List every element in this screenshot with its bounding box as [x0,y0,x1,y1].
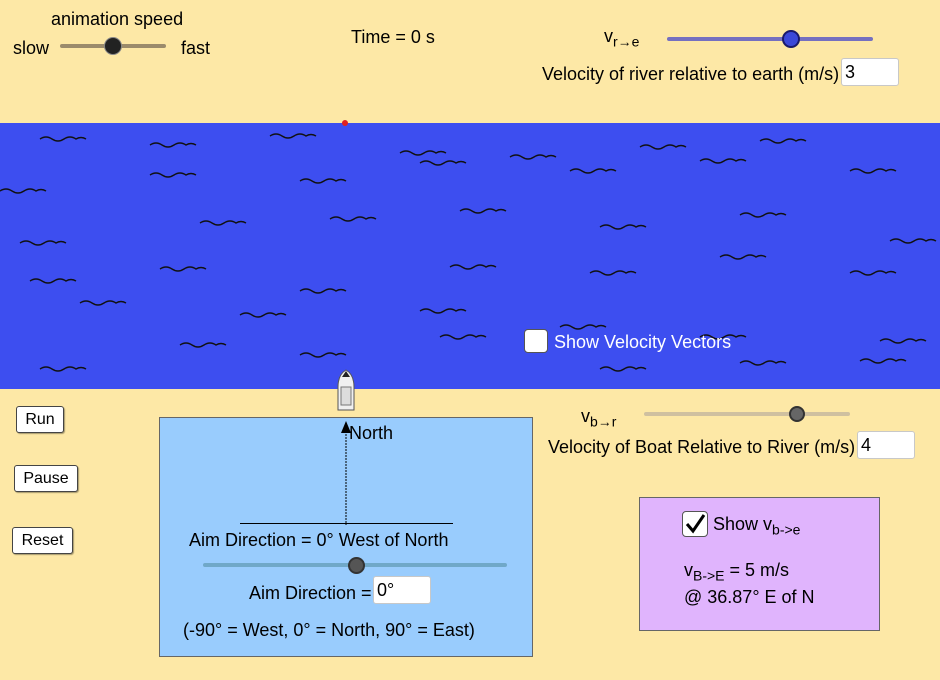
aim-direction-slider[interactable] [203,555,509,575]
boat-velocity-knob[interactable] [789,406,805,422]
river-velocity-knob[interactable] [782,30,800,48]
fast-label: fast [181,38,211,58]
vbe-direction: @ 36.87° E of N [684,587,815,607]
wave-mark [459,208,507,214]
show-vbe-checkbox[interactable] [682,511,708,537]
wave-mark [239,312,287,318]
show-vbe-label: Show vb->e [713,514,801,538]
wave-mark [39,136,87,142]
wave-mark [149,142,197,148]
wave-mark [509,154,557,160]
aim-direction-knob[interactable] [348,557,365,574]
wave-mark [859,358,907,364]
show-velocity-vectors-label: Show Velocity Vectors [554,332,732,352]
wave-mark [399,150,447,156]
wave-mark [889,238,937,244]
pause-button[interactable]: Pause [14,465,78,492]
reset-button[interactable]: Reset [12,527,73,554]
aim-panel: North Aim Direction = 0° West of North A… [159,417,533,657]
wave-mark [419,160,467,166]
boat [337,369,355,411]
river-velocity-label: Velocity of river relative to earth (m/s… [542,64,840,84]
north-label: North [349,423,394,443]
wave-mark [159,266,207,272]
wave-mark [149,172,197,178]
wave-mark [29,278,77,284]
aim-direction-text: Aim Direction = 0° West of North [189,530,449,550]
aim-direction-hint: (-90° = West, 0° = North, 90° = East) [183,620,475,640]
wave-mark [699,158,747,164]
show-velocity-vectors-checkbox[interactable] [524,329,548,353]
wave-mark [179,342,227,348]
boat-velocity-slider[interactable] [644,404,852,424]
wave-mark [299,352,347,358]
wave-mark [849,270,897,276]
vbe-magnitude: vB->E = 5 m/s [684,560,790,584]
wave-mark [199,220,247,226]
wave-mark [879,338,927,344]
river-velocity-input[interactable] [841,58,899,86]
wave-mark [759,138,807,144]
wave-mark [599,366,647,372]
wave-mark [739,360,787,366]
wave-mark [449,264,497,270]
aim-arrow [341,421,351,525]
wave-mark [79,300,127,306]
wave-mark [39,366,87,372]
wave-mark [329,216,377,222]
wave-mark [19,240,67,246]
aim-baseline [240,523,453,524]
river [0,123,940,389]
boat-velocity-input[interactable] [857,431,915,459]
slow-label: slow [13,38,50,58]
wave-mark [299,288,347,294]
river-velocity-track [667,37,873,41]
wave-mark [849,168,897,174]
animation-speed-label: animation speed [51,9,184,29]
wave-mark [589,270,637,276]
wave-mark [299,178,347,184]
animation-speed-knob[interactable] [104,37,122,55]
wave-mark [599,224,647,230]
river-velocity-slider[interactable] [667,29,875,49]
boat-velocity-track [644,412,850,416]
target-marker [342,120,348,126]
boat-velocity-label: Velocity of Boat Relative to River (m/s) [548,437,856,457]
boat-velocity-symbol: vb→r [581,406,617,430]
wave-mark [419,308,467,314]
wave-mark [719,254,767,260]
animation-speed-slider[interactable] [60,36,168,56]
aim-direction-input[interactable] [373,576,431,604]
time-display: Time = 0 s [351,27,435,47]
wave-mark [569,168,617,174]
wave-mark [739,212,787,218]
wave-mark [559,324,607,330]
wave-mark [0,188,47,194]
aim-direction-label: Aim Direction = [249,583,372,603]
wave-mark [269,133,317,139]
wave-mark [639,144,687,150]
run-button[interactable]: Run [16,406,64,433]
checkmark-icon [685,514,706,534]
result-panel: Show vb->e vB->E = 5 m/s @ 36.87° E of N [639,497,880,631]
river-waves [0,133,937,372]
river-velocity-symbol: vr→e [604,26,640,50]
wave-mark [699,334,747,340]
wave-mark [439,334,487,340]
